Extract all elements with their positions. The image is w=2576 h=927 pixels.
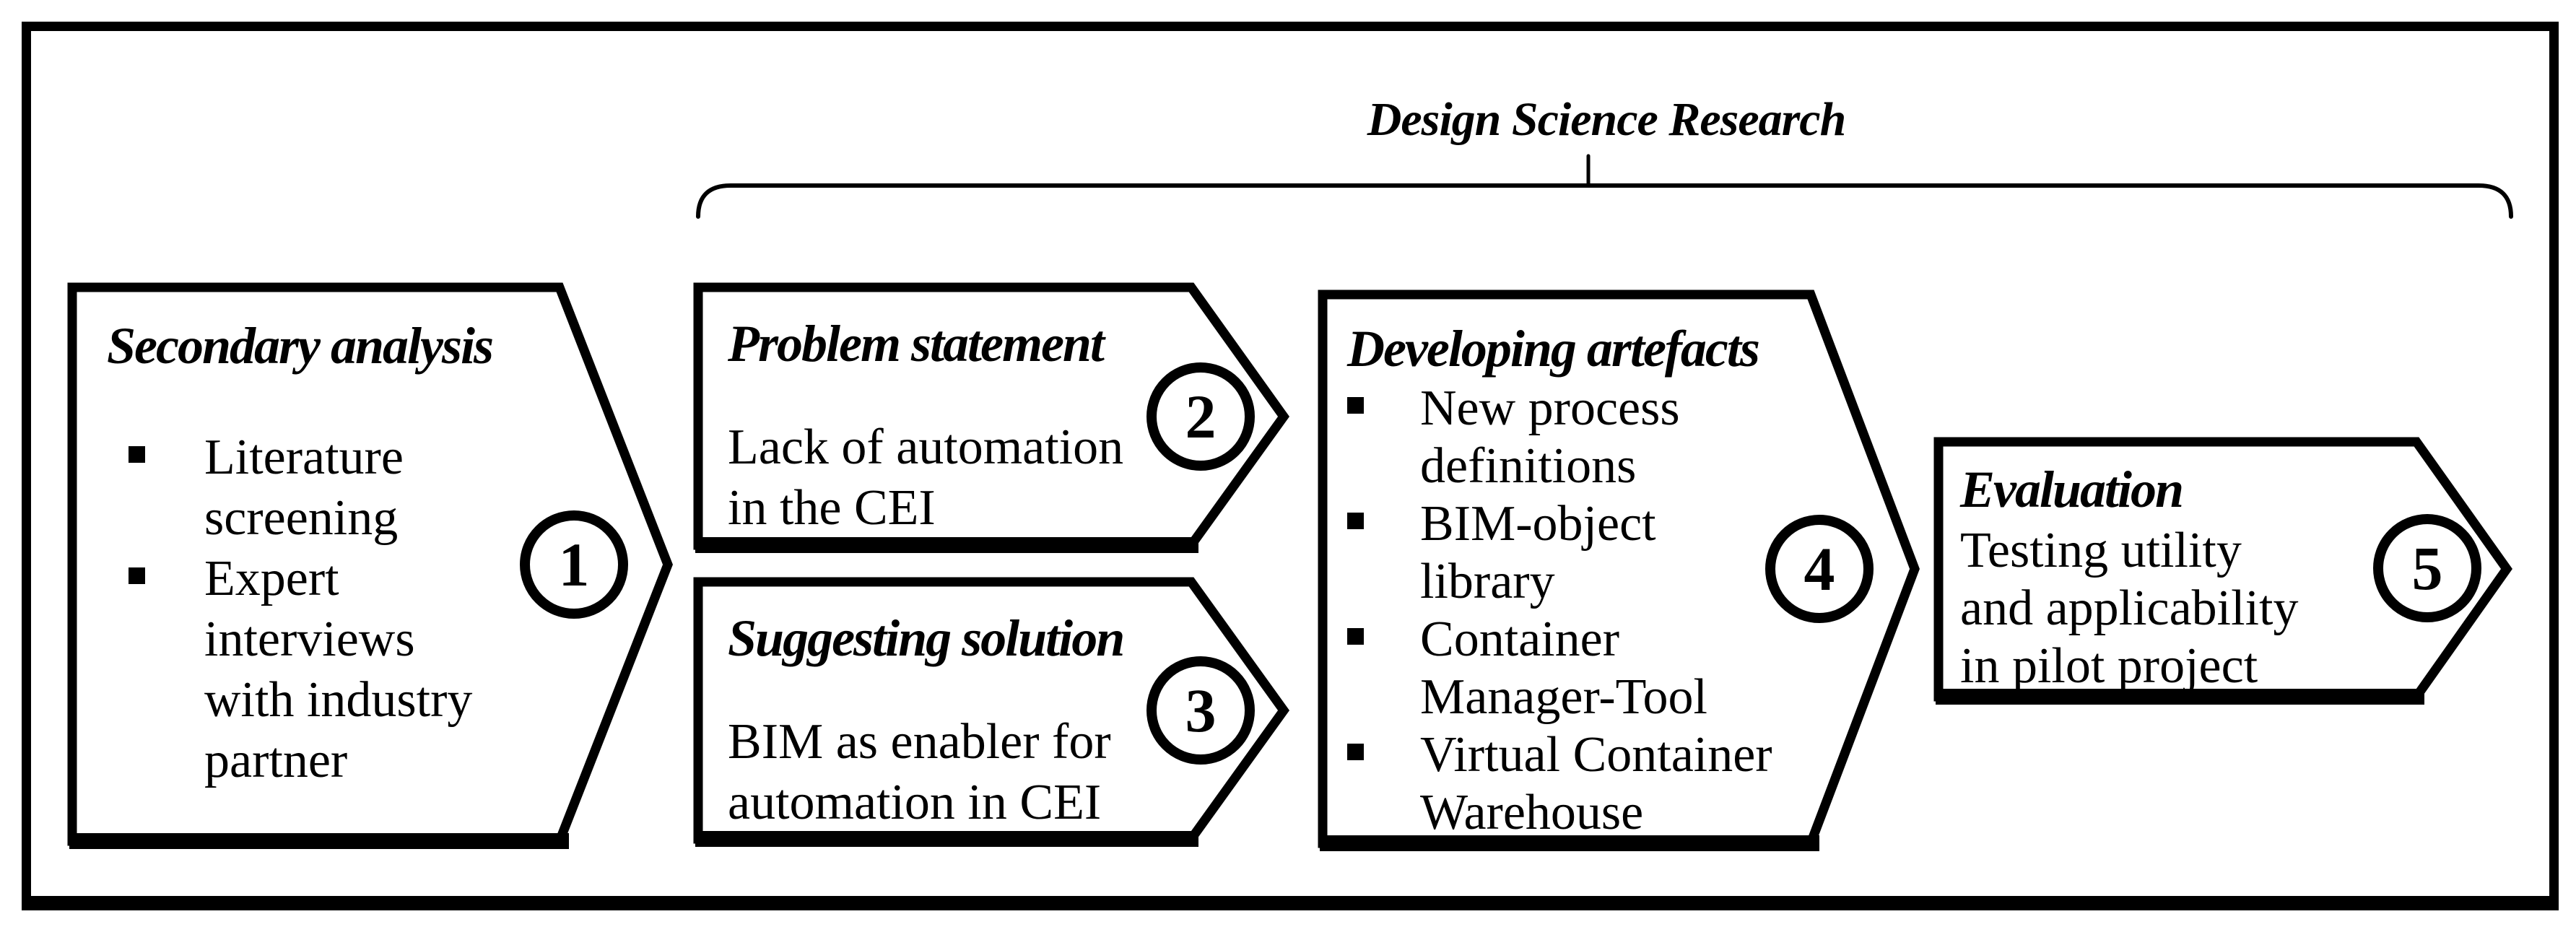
phase-5-heading: Evaluation xyxy=(1960,461,2184,518)
phase-2-body: Lack of automation in the CEI xyxy=(728,419,1124,536)
phase-3-arrow-shape xyxy=(693,577,1290,844)
bullet-text: Expert interviews with industry partner xyxy=(204,551,473,788)
bullet-text: BIM-object library xyxy=(1420,496,1656,609)
step-2-circle xyxy=(1146,362,1255,471)
figure-title: Design Science Research xyxy=(1367,93,1847,146)
step-3-number: 3 xyxy=(1185,676,1217,745)
phase-4-bullet-list: New process definitions BIM-object libra… xyxy=(1347,380,1824,842)
phase-1-heading: Secondary analysis xyxy=(107,317,494,375)
step-4-circle xyxy=(1765,515,1874,623)
phase-1-bullet-list: Literature screening Expert interviews w… xyxy=(129,427,576,791)
phase-1-arrow-shape xyxy=(67,282,673,846)
list-item: BIM-object library xyxy=(1347,495,1824,611)
list-item: Container Manager-Tool xyxy=(1347,611,1824,726)
phase-3-heading: Suggesting solution xyxy=(728,609,1125,667)
phase-3-body: BIM as enabler for automation in CEI xyxy=(728,714,1111,830)
list-item: Expert interviews with industry partner xyxy=(129,549,576,791)
step-5-circle xyxy=(2373,514,2481,622)
bullet-text: Container Manager-Tool xyxy=(1420,612,1707,725)
step-4-number: 4 xyxy=(1803,534,1835,604)
list-item: New process definitions xyxy=(1347,380,1824,495)
bullet-square-icon xyxy=(129,446,145,463)
bullet-square-icon xyxy=(1347,513,1364,529)
bullet-square-icon xyxy=(1347,628,1364,645)
phase-5-body: Testing utility and applicability in pil… xyxy=(1960,523,2299,694)
step-2-number: 2 xyxy=(1185,382,1217,451)
bullet-text: Virtual Container Warehouse xyxy=(1420,727,1772,840)
bullet-text: New process definitions xyxy=(1420,380,1680,494)
step-5-number: 5 xyxy=(2411,534,2443,603)
bullet-square-icon xyxy=(1347,397,1364,414)
list-item: Literature screening xyxy=(129,427,576,549)
step-3-circle xyxy=(1146,656,1255,765)
phase-2-heading: Problem statement xyxy=(728,315,1105,373)
list-item: Virtual Container Warehouse xyxy=(1347,726,1824,842)
bullet-square-icon xyxy=(1347,744,1364,760)
bullet-text: Literature screening xyxy=(204,430,404,546)
step-1-circle xyxy=(520,510,628,619)
phase-5-arrow-shape xyxy=(1933,437,2512,702)
phase-4-arrow-shape xyxy=(1318,290,1920,848)
dsr-brace xyxy=(696,183,2513,219)
phase-4-heading: Developing artefacts xyxy=(1347,320,1760,378)
bullet-square-icon xyxy=(129,567,145,584)
step-1-number: 1 xyxy=(558,530,590,599)
phase-2-arrow-shape xyxy=(693,282,1289,550)
